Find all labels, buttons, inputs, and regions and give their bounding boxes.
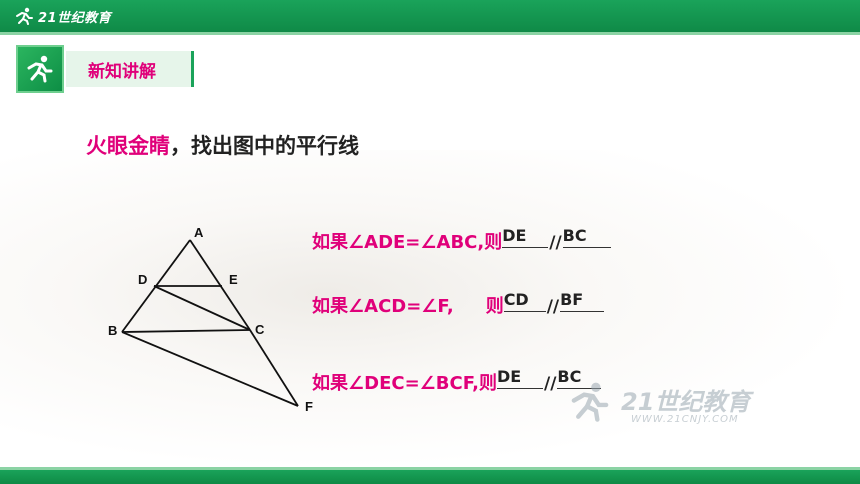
watermark: 21世纪教育 WWW.21CNJY.COM [565,380,825,430]
answer-blank: BC [562,226,611,248]
point-label-A: A [194,225,204,240]
segment-CF [249,329,299,407]
brand-logo: 21世纪教育 [14,6,111,26]
geometry-diagram: A D E B C F [108,225,313,414]
answer-text: BF [560,290,584,309]
running-man-icon [16,7,33,25]
point-label-E: E [229,272,238,287]
answer-blank: BF [560,290,605,312]
answer-text: BC [557,367,582,386]
point-label-D: D [138,272,147,287]
statement-then: 则 [485,296,504,317]
parallel-symbol: // [543,374,557,394]
section-title-box: 新知讲解 [66,51,194,87]
answer-text: BC [562,226,587,245]
section-badge: 新知讲解 [16,45,196,93]
brand-name: 21世纪教育 [38,10,112,26]
prompt-text: 火眼金睛，找出图中的平行线 [86,130,359,160]
point-label-B: B [108,323,117,338]
answer-text: DE [502,226,527,245]
top-banner: 21世纪教育 [0,0,860,35]
running-man-icon [571,382,609,422]
segment-BF [121,331,299,407]
point-label-C: C [255,322,265,337]
answer-blank: DE [502,226,549,248]
answer-text: DE [496,367,522,386]
segment-DC [153,285,251,331]
answer-blank: BC [557,367,602,389]
bottom-banner [0,467,860,484]
badge-icon-box [16,45,64,93]
watermark-url: WWW.21CNJY.COM [631,414,739,425]
statement-prefix: 如果∠DEC=∠BCF,则 [312,373,497,394]
segment-AC [189,239,251,331]
statement-prefix: 如果∠ADE=∠ABC,则 [312,232,503,253]
watermark-name: 21世纪教育 [621,388,751,416]
background-wash [0,150,860,470]
answer-blank: CD [503,290,546,312]
prompt-rest: ，找出图中的平行线 [170,134,359,158]
section-title: 新知讲解 [88,61,156,82]
statement-prefix: 如果∠ACD=∠F, [312,296,454,317]
prompt-highlight: 火眼金睛 [86,134,170,158]
parallel-symbol: // [549,233,562,253]
parallel-symbol: // [546,297,560,317]
running-man-icon [27,55,53,83]
answer-blank: DE [496,367,543,389]
answer-text: CD [503,290,529,309]
point-label-F: F [305,399,313,414]
segment-BC [121,329,251,333]
